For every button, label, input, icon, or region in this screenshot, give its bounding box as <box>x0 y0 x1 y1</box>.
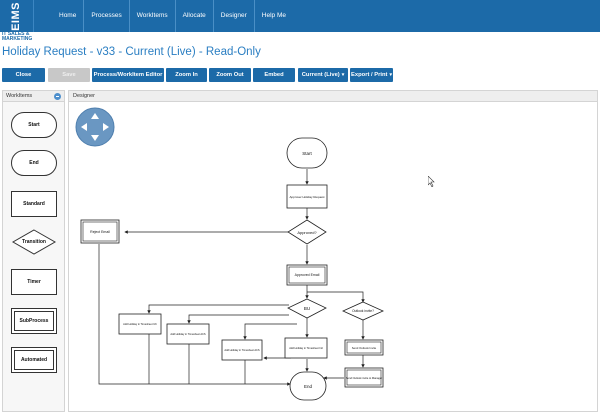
nav-item-workitems[interactable]: WorkItems <box>130 0 176 32</box>
page-title: Holiday Request - v33 - Current (Live) -… <box>2 46 261 58</box>
node-send-outlook-invite[interactable]: Send Outlook Invite <box>344 339 384 356</box>
workitem-automated[interactable]: Automated <box>11 347 57 373</box>
workitem-timer[interactable]: Timer <box>11 269 57 295</box>
node-send-manager-label: Send Outlook invite to Manager <box>346 376 382 380</box>
node-reject-email[interactable]: Reject Email <box>80 219 120 244</box>
node-approved-decision[interactable]: Approved? <box>287 219 327 245</box>
pan-left-icon <box>81 123 87 131</box>
node-outlook-decision[interactable]: Outlook invite? <box>342 301 384 321</box>
pan-control[interactable] <box>75 107 115 147</box>
nav-item-help[interactable]: Help Me <box>261 12 287 19</box>
workitem-end[interactable]: End <box>11 150 57 176</box>
logo[interactable]: EIMS <box>1 0 35 32</box>
node-add-holiday-acs-2[interactable]: Add Holiday in Timesheet ACS <box>221 339 263 361</box>
zoom-out-button[interactable]: Zoom Out <box>209 68 251 82</box>
current-version-dropdown[interactable]: Current (Live)▾ <box>298 68 348 82</box>
workitem-label: Transition <box>22 239 46 245</box>
node-start[interactable]: Start <box>286 137 328 169</box>
workitems-header: WorkItems <box>3 91 64 102</box>
node-bu-decision[interactable]: BU <box>287 298 327 319</box>
node-start-label: Start <box>302 151 312 156</box>
workitem-transition[interactable]: Transition <box>11 229 57 255</box>
node-approver-label: Approver Holiday Request <box>289 195 324 199</box>
logo-box: EIMS <box>1 0 34 32</box>
nav-item-allocate[interactable]: Allocate <box>176 0 214 32</box>
designer-title: Designer <box>73 93 96 99</box>
node-end[interactable]: End <box>289 371 327 401</box>
export-print-dropdown[interactable]: Export / Print▾ <box>350 68 393 82</box>
node-approver[interactable]: Approver Holiday Request <box>286 184 328 209</box>
process-diagram: Start Approver Holiday Request Approved?… <box>75 107 384 401</box>
node-add-holiday-uk[interactable]: Add Holiday in Timesheet UK <box>118 313 162 335</box>
embed-button[interactable]: Embed <box>253 68 295 82</box>
node-reject-label: Reject Email <box>90 230 110 234</box>
logo-text: EIMS <box>10 2 22 31</box>
node-add1-label: Add Holiday in Timesheet UK <box>123 322 157 326</box>
workitem-standard[interactable]: Standard <box>11 191 57 217</box>
caret-down-icon: ▾ <box>389 72 392 78</box>
workitem-label: Automated <box>20 357 48 363</box>
workitems-panel: WorkItems Start End Standard Transition … <box>2 90 65 412</box>
node-approved-label: Approved? <box>297 230 317 235</box>
pan-up-icon <box>91 113 99 119</box>
nav-item-home[interactable]: Home <box>52 0 85 32</box>
node-send-manager-invite[interactable]: Send Outlook invite to Manager <box>344 367 384 388</box>
node-send-invite-label: Send Outlook Invite <box>352 346 377 350</box>
main-nav: Home Processes WorkItems Allocate Design… <box>52 0 293 32</box>
designer-header: Designer <box>69 91 597 102</box>
workitems-title: WorkItems <box>6 93 33 99</box>
workitem-subprocess[interactable]: SubProcess <box>11 308 57 334</box>
process-editor-button[interactable]: Process/WorkItem Editor <box>92 68 164 82</box>
node-approved-email-label: Approved Email <box>295 273 320 277</box>
node-add4-label: Add Holiday in Timesheet Intl <box>289 346 323 350</box>
mouse-cursor-icon <box>428 176 435 187</box>
current-version-label: Current (Live) <box>301 72 340 78</box>
pan-right-icon <box>103 123 109 131</box>
export-print-label: Export / Print <box>351 72 388 78</box>
workitem-label: SubProcess <box>19 318 49 324</box>
node-end-label: End <box>304 384 313 389</box>
workitem-label: Timer <box>27 279 41 285</box>
node-add3-label: Add Holiday in Timesheet ACS <box>224 348 260 352</box>
workitem-label: End <box>29 160 39 166</box>
pan-down-icon <box>91 135 99 141</box>
diamond-shape <box>11 229 57 255</box>
close-button[interactable]: Close <box>2 68 45 82</box>
node-outlook-label: Outlook invite? <box>352 309 374 313</box>
nav-item-processes[interactable]: Processes <box>84 0 130 32</box>
designer-panel: Designer <box>68 90 598 412</box>
zoom-in-button[interactable]: Zoom In <box>166 68 207 82</box>
node-add-holiday-intl[interactable]: Add Holiday in Timesheet Intl <box>284 337 328 359</box>
workitem-label: Start <box>28 122 40 128</box>
node-add2-label: Add Holiday in Timesheet ACS <box>170 332 206 336</box>
node-bu-label: BU <box>304 306 310 311</box>
designer-canvas[interactable]: Start Approver Holiday Request Approved?… <box>69 102 597 411</box>
node-add-holiday-acs-1[interactable]: Add Holiday in Timesheet ACS <box>166 323 210 345</box>
collapse-icon[interactable] <box>54 93 61 100</box>
save-button[interactable]: Save <box>48 68 90 82</box>
node-approved-email[interactable]: Approved Email <box>286 264 328 286</box>
top-nav-bar: EIMS Home Processes WorkItems Allocate D… <box>0 0 600 32</box>
caret-down-icon: ▾ <box>341 72 345 78</box>
logo-subtitle: IT SALES & MARKETING <box>2 31 33 42</box>
workitem-label: Standard <box>23 201 45 207</box>
nav-item-designer[interactable]: Designer <box>214 0 255 32</box>
workitem-start[interactable]: Start <box>11 112 57 138</box>
